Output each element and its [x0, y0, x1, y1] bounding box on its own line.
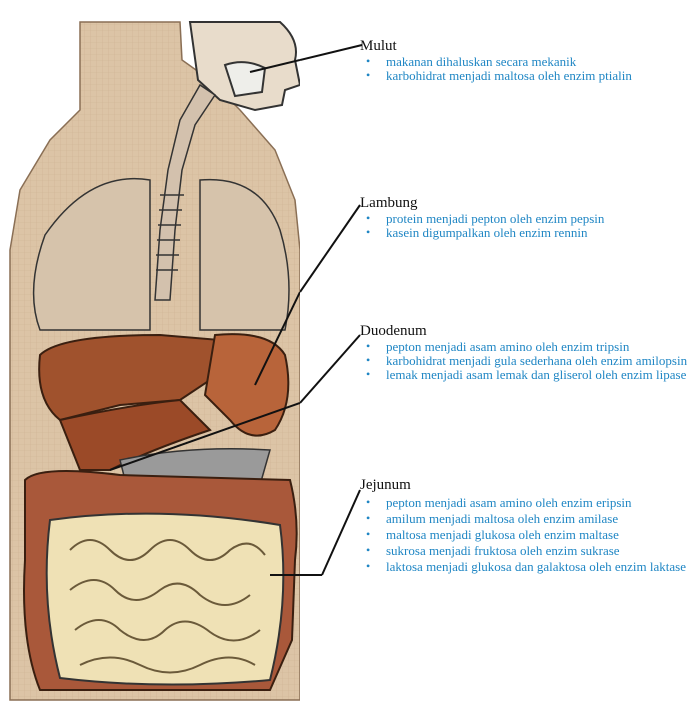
section-jejunum: Jejunum •pepton menjadi asam amino oleh …: [360, 477, 698, 573]
section-duodenum: Duodenum •pepton menjadi asam amino oleh…: [360, 323, 698, 381]
list-item: •protein menjadi pepton oleh enzim pepsi…: [360, 212, 698, 225]
section-title-duodenum: Duodenum: [360, 323, 698, 339]
list-item: •karbohidrat menjadi gula sederhana oleh…: [360, 354, 698, 367]
list-item: •lemak menjadi asam lemak dan gliserol o…: [360, 368, 698, 381]
list-item: •pepton menjadi asam amino oleh enzim tr…: [360, 340, 698, 353]
section-title-lambung: Lambung: [360, 195, 698, 211]
list-item: •maltosa menjadi glukosa oleh enzim malt…: [360, 528, 698, 541]
list-item: •amilum menjadi maltosa oleh enzim amila…: [360, 512, 698, 525]
section-title-mulut: Mulut: [360, 38, 698, 54]
list-item: •pepton menjadi asam amino oleh enzim er…: [360, 496, 698, 509]
section-title-jejunum: Jejunum: [360, 477, 698, 493]
list-item: •karbohidrat menjadi maltosa oleh enzim …: [360, 69, 698, 82]
anatomy-illustration: [0, 0, 300, 703]
section-lambung: Lambung •protein menjadi pepton oleh enz…: [360, 195, 698, 239]
list-item: •laktosa menjadi glukosa dan galaktosa o…: [360, 560, 698, 573]
list-item: •kasein digumpalkan oleh enzim rennin: [360, 226, 698, 239]
section-mulut: Mulut •makanan dihaluskan secara mekanik…: [360, 38, 698, 82]
small-intestine: [47, 514, 284, 685]
list-item: •sukrosa menjadi fruktosa oleh enzim suk…: [360, 544, 698, 557]
list-item: •makanan dihaluskan secara mekanik: [360, 55, 698, 68]
